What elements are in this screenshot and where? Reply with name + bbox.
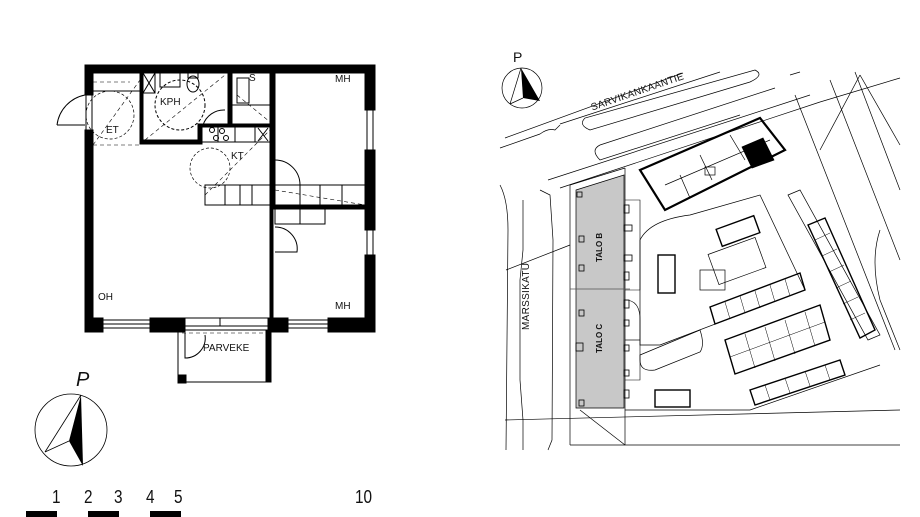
room-label-bathroom: KPH: [160, 97, 181, 108]
scale-tick-3: 3: [114, 487, 123, 507]
floor-plan-north-label: P: [76, 369, 90, 391]
site-plan-drawing: [499, 67, 901, 451]
room-label-storage: S: [249, 73, 256, 84]
room-label-living-room: OH: [98, 292, 113, 303]
scale-tick-10: 10: [355, 487, 373, 507]
scale-bar: [26, 511, 181, 517]
room-label-entrance: ET: [106, 125, 119, 136]
room-label-kitchen: KT: [231, 151, 244, 162]
site-plan-north-label: P: [513, 49, 523, 65]
scale-tick-4: 4: [146, 487, 155, 507]
room-label-bedroom-bottom: MH: [335, 301, 351, 312]
scale-tick-2: 2: [84, 487, 93, 507]
street-label-marssikatu: MARSSIKATU: [521, 262, 532, 330]
talo-b-c-building: [570, 174, 641, 409]
room-label-balcony: PARVEKE: [203, 343, 250, 354]
building-label-talo-b: TALO B: [595, 232, 604, 262]
floor-plan-north-arrow-icon: [34, 393, 108, 467]
scale-tick-5: 5: [174, 487, 183, 507]
room-label-bedroom-top: MH: [335, 74, 351, 85]
scale-tick-1: 1: [52, 487, 61, 507]
building-label-talo-c: TALO C: [595, 323, 604, 353]
